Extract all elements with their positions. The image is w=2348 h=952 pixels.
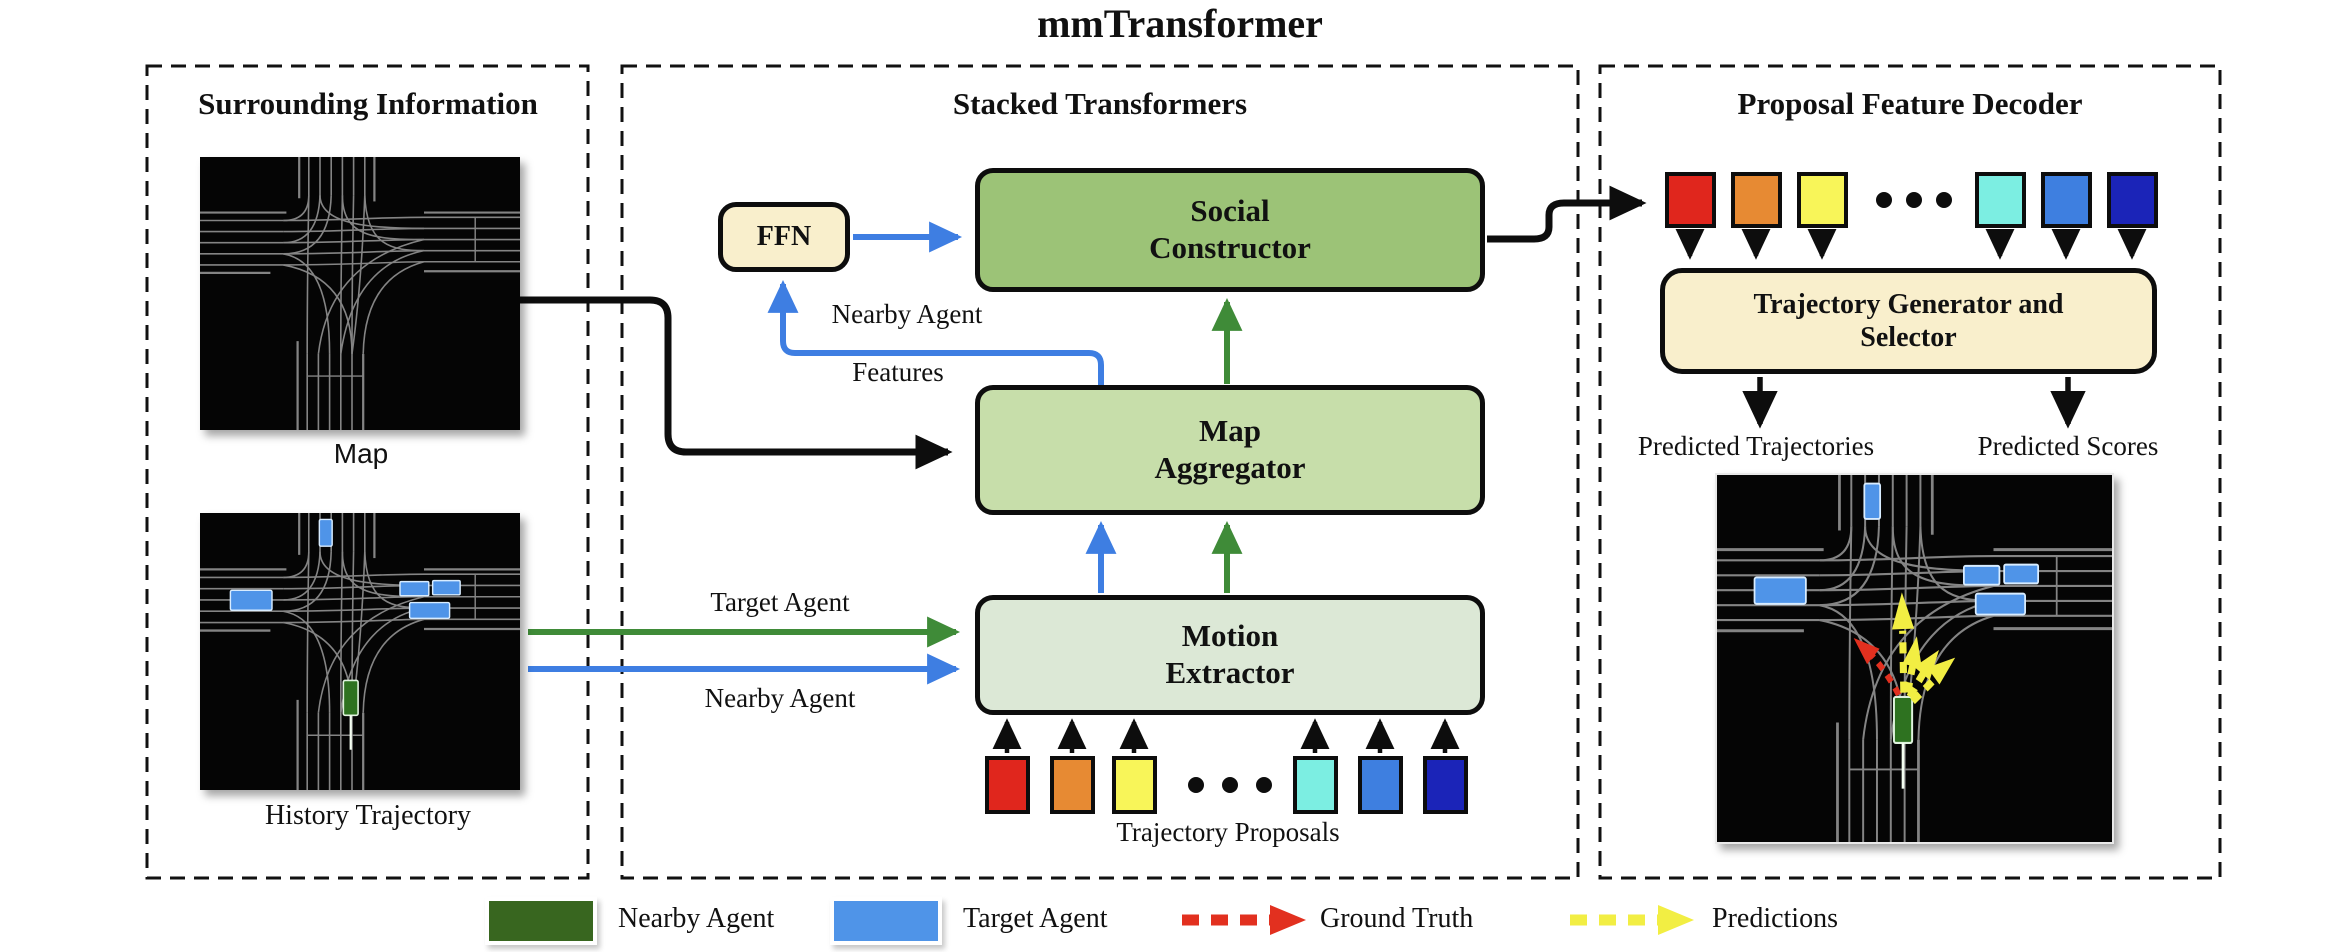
surrounding-panel-header: Surrounding Information <box>198 86 538 121</box>
legend-nearby-agent-label: Nearby Agent <box>618 903 775 934</box>
predicted-trajectories-label: Predicted Trajectories <box>1637 431 1875 461</box>
legend-ground-truth-arrow <box>1182 905 1306 935</box>
proposal-square <box>1112 756 1157 814</box>
map-image <box>200 157 520 430</box>
nearby-agent-features-label-line1: Nearby Agent <box>831 299 983 329</box>
trajectory-proposals-row <box>985 756 1468 814</box>
decoder-down-arrows <box>1675 228 2147 260</box>
proposal-square <box>1731 172 1782 228</box>
trajectory-proposals-caption: Trajectory Proposals <box>1116 817 1340 847</box>
predicted-scores-label: Predicted Scores <box>1977 431 2159 461</box>
nearby-agent-features-label-line2: Features <box>852 357 944 387</box>
legend-ground-truth-label: Ground Truth <box>1320 903 1474 934</box>
map-caption: Map <box>333 438 389 469</box>
proposal-square <box>2041 172 2092 228</box>
decoder-panel-header: Proposal Feature Decoder <box>1737 86 2083 121</box>
ground-truth-trajectory <box>1853 638 1902 697</box>
target-agent-label: Target Agent <box>710 587 850 617</box>
prediction-result-image <box>1715 473 2114 844</box>
legend-nearby-agent-swatch <box>485 897 597 945</box>
legend-target-agent-swatch <box>830 897 942 945</box>
proposal-square <box>1293 756 1338 814</box>
figure-title: mmTransformer <box>1037 1 1323 46</box>
predicted-trajectories <box>1891 592 1956 705</box>
nearby-agent-label: Nearby Agent <box>704 683 856 713</box>
proposal-square <box>2107 172 2158 228</box>
ellipsis-dots <box>1876 192 1952 208</box>
social-to-decoder-arrow <box>1487 185 1647 243</box>
trajectory-generator-selector-box: Trajectory Generator and Selector <box>1660 268 2157 374</box>
proposal-up-arrows <box>992 718 1460 753</box>
ellipsis-dots <box>1188 777 1272 793</box>
proposal-square <box>1797 172 1848 228</box>
legend-predictions-label: Predictions <box>1712 903 1838 934</box>
map-to-aggregator-arrow <box>520 296 953 470</box>
legend-predictions-arrow <box>1570 905 1694 935</box>
surrounding-panel-border <box>145 64 590 880</box>
proposal-feature-row <box>1665 172 2158 228</box>
proposal-square <box>1975 172 2026 228</box>
decoder-panel-border <box>1598 64 2222 880</box>
legend-target-agent-label: Target Agent <box>963 903 1108 934</box>
proposal-square <box>1423 756 1468 814</box>
motion-extractor-box: Motion Extractor <box>975 595 1485 715</box>
history-trajectory-image <box>200 513 520 790</box>
history-trajectory-caption: History Trajectory <box>264 800 472 831</box>
stacked-panel-border <box>620 64 1580 880</box>
stacked-panel-header: Stacked Transformers <box>952 86 1248 121</box>
aggregator-to-ffn-blue-arrow <box>767 279 1104 386</box>
ffn-box: FFN <box>718 202 850 272</box>
proposal-square <box>985 756 1030 814</box>
map-aggregator-box: Map Aggregator <box>975 385 1485 515</box>
social-constructor-box: Social Constructor <box>975 168 1485 292</box>
proposal-square <box>1050 756 1095 814</box>
proposal-square <box>1358 756 1403 814</box>
proposal-square <box>1665 172 1716 228</box>
